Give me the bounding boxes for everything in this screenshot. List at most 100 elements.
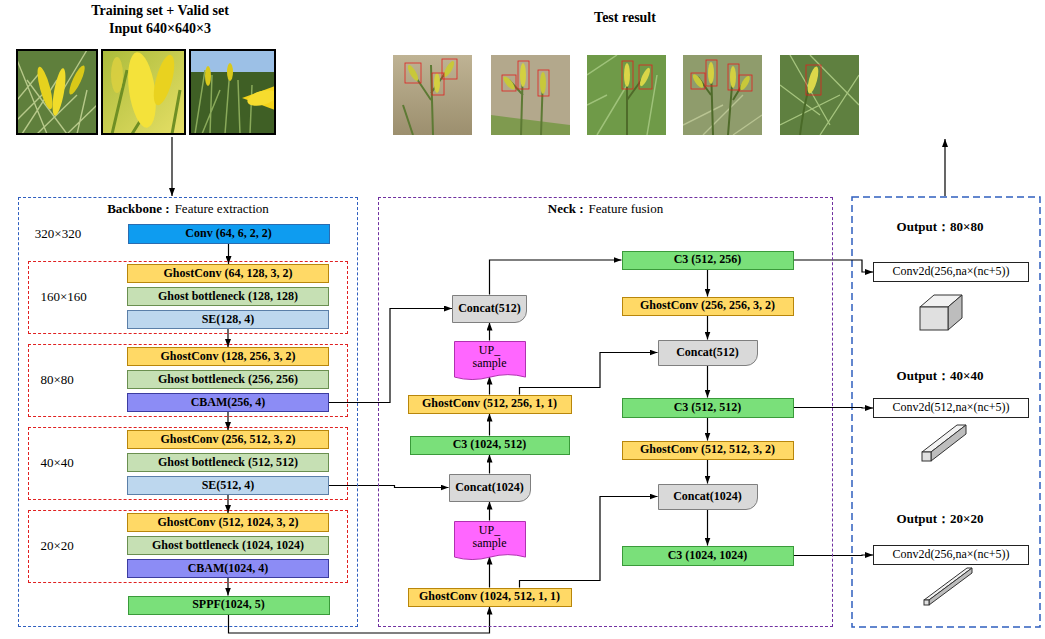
feature-map-prism xyxy=(924,600,929,605)
region-heading: Feature fusion xyxy=(589,202,664,217)
photo-frame xyxy=(17,50,97,134)
result-photo xyxy=(403,65,451,135)
result-photo xyxy=(683,55,762,135)
result-photo xyxy=(728,64,739,90)
input-photo xyxy=(102,50,185,134)
input-photo xyxy=(17,50,97,134)
concat-box: Concat(512) xyxy=(452,295,527,323)
output-label: Output：80×80 xyxy=(897,220,984,235)
conv2d-box: Conv2d(256,na×(nc+5)) xyxy=(873,545,1029,565)
feature-map-prism xyxy=(924,568,972,605)
concat-box: Concat(1024) xyxy=(449,474,531,502)
flow-arrow xyxy=(489,502,490,521)
input-photo xyxy=(246,87,275,108)
flow-arrow xyxy=(794,260,874,272)
region-title: Backbone :Feature extraction xyxy=(19,202,357,217)
ghostconv-box: GhostConv (256, 512, 3, 2) xyxy=(127,430,329,449)
result-photo xyxy=(780,55,859,135)
photo-frame xyxy=(190,50,275,134)
ghostconv-box: GhostConv (128, 256, 3, 2) xyxy=(127,347,329,366)
block-label: SE(512, 4) xyxy=(202,479,255,493)
flow-arrow xyxy=(520,353,658,395)
block-label: UP_ sample xyxy=(467,344,513,370)
group-label: 20×20 xyxy=(41,511,74,582)
resolution-label: 20×20 xyxy=(41,539,74,554)
block-label: SE(128, 4) xyxy=(202,313,255,327)
block-label: CBAM(256, 4) xyxy=(191,396,266,410)
input-photo xyxy=(190,50,275,134)
c3-box: C3 (512, 512) xyxy=(622,398,794,418)
input-photo xyxy=(67,64,88,96)
ghostconv-box: GhostConv (64, 128, 3, 2) xyxy=(127,264,329,283)
block-label: GhostConv (256, 512, 3, 2) xyxy=(160,433,295,447)
stage-group: GhostConv (64, 128, 3, 2) Ghost bottlenec… xyxy=(28,261,348,334)
input-photo xyxy=(102,50,185,134)
group-label: 80×80 xyxy=(41,345,74,416)
result-photo xyxy=(432,73,444,95)
ghostconv-box: GhostConv (256, 256, 3, 2) xyxy=(622,297,794,316)
flow-arrow xyxy=(490,260,622,295)
ghostconv-box: GhostConv (512, 512, 3, 2) xyxy=(622,441,794,460)
flow-arrow xyxy=(794,554,874,556)
block-label: Ghost bottleneck (128, 128) xyxy=(158,290,298,304)
resolution-label: 40×40 xyxy=(41,456,74,471)
result-photo xyxy=(491,55,570,135)
ghostconv-box: GhostConv (1024, 512, 1, 1) xyxy=(408,588,572,607)
concat-box: Concat(1024) xyxy=(658,484,758,510)
conv2d-box: Conv2d(256,na×(nc+5)) xyxy=(873,262,1029,282)
block-label: C3 (1024, 1024) xyxy=(668,549,748,563)
flow-arrow xyxy=(489,557,490,588)
flow-arrow xyxy=(489,377,490,395)
block-label: Concat(512) xyxy=(458,302,521,316)
resolution-label: 80×80 xyxy=(41,373,74,388)
ghost-bottleneck-box: Ghost bottleneck (256, 256) xyxy=(127,370,329,389)
block-label: C3 (512, 256) xyxy=(674,253,742,267)
block-label: Conv2d(256,na×(nc+5)) xyxy=(892,265,1009,279)
output-label: Output：40×40 xyxy=(897,369,984,384)
block-label: Concat(1024) xyxy=(455,481,524,495)
block-label: UP_ sample xyxy=(467,524,513,550)
block-label: CBAM(1024, 4) xyxy=(188,562,269,576)
result-photo xyxy=(739,75,752,91)
upsample-box: UP_ sample xyxy=(454,521,526,562)
feature-map-prism xyxy=(922,425,966,461)
ghost-bottleneck-box: Ghost bottleneck (512, 512) xyxy=(127,453,329,472)
flow-arrow xyxy=(489,414,490,436)
block-label: SPPF(1024, 5) xyxy=(192,598,265,612)
result-photo xyxy=(502,75,516,91)
result-photo xyxy=(622,61,633,89)
ghost-bottleneck-box: Ghost bottleneck (128, 128) xyxy=(127,287,329,306)
block-label: Conv (64, 6, 2, 2) xyxy=(185,227,271,241)
backbone-region: Conv (64, 6, 2, 2) GhostConv (64, 128, 3,… xyxy=(18,197,358,627)
region-heading: Neck : xyxy=(548,202,584,217)
block-label: GhostConv (256, 256, 3, 2) xyxy=(640,299,775,313)
block-label: Concat(512) xyxy=(676,346,739,360)
block-label: GhostConv (1024, 512, 1, 1) xyxy=(419,590,560,604)
input-photo xyxy=(150,53,179,107)
result-photo xyxy=(393,55,472,135)
result-photo xyxy=(518,61,529,89)
c3-box: C3 (512, 256) xyxy=(622,251,794,270)
upsample-outline xyxy=(454,341,525,379)
result-photo xyxy=(405,63,421,83)
result-photo xyxy=(587,55,666,135)
result-photo xyxy=(520,63,526,87)
c3-box: C3 (1024, 512) xyxy=(410,436,570,455)
result-photo xyxy=(538,70,549,96)
flow-arrow xyxy=(520,497,658,588)
result-photo xyxy=(683,55,762,135)
block-label: Ghost bottleneck (1024, 1024) xyxy=(152,539,304,553)
result-photo xyxy=(624,63,630,87)
se-box: SE(512, 4) xyxy=(127,476,329,495)
input-photo xyxy=(34,65,55,110)
result-photo xyxy=(540,72,546,94)
result-photo xyxy=(780,55,859,135)
result-photo xyxy=(491,55,570,135)
result-photo xyxy=(730,66,736,88)
block-label: GhostConv (512, 1024, 3, 2) xyxy=(157,516,298,530)
result-photo xyxy=(683,95,762,135)
photo-frame xyxy=(102,50,185,134)
flow-arrow xyxy=(707,510,708,546)
input-photo xyxy=(50,67,68,116)
